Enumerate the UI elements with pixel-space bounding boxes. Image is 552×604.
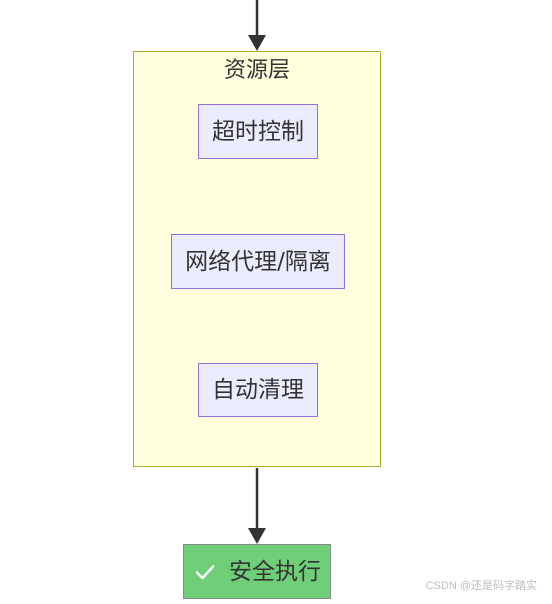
watermark-text: CSDN @还是码字踏实 xyxy=(425,580,537,592)
timeout-control-node: 超时控制 xyxy=(198,104,318,159)
incoming-edge xyxy=(248,0,266,51)
subgraph-title: 资源层 xyxy=(223,58,290,83)
safe-execution-label: 安全执行 xyxy=(229,558,321,585)
auto-cleanup-node: 自动清理 xyxy=(198,363,318,417)
network-proxy-isolation-node: 网络代理/隔离 xyxy=(171,234,345,289)
result-edge xyxy=(248,468,266,544)
safe-execution-node: 安全执行 xyxy=(183,544,331,599)
result-edge-arrowhead xyxy=(248,528,266,544)
check-icon xyxy=(195,564,215,579)
incoming-edge-arrowhead xyxy=(248,35,266,51)
